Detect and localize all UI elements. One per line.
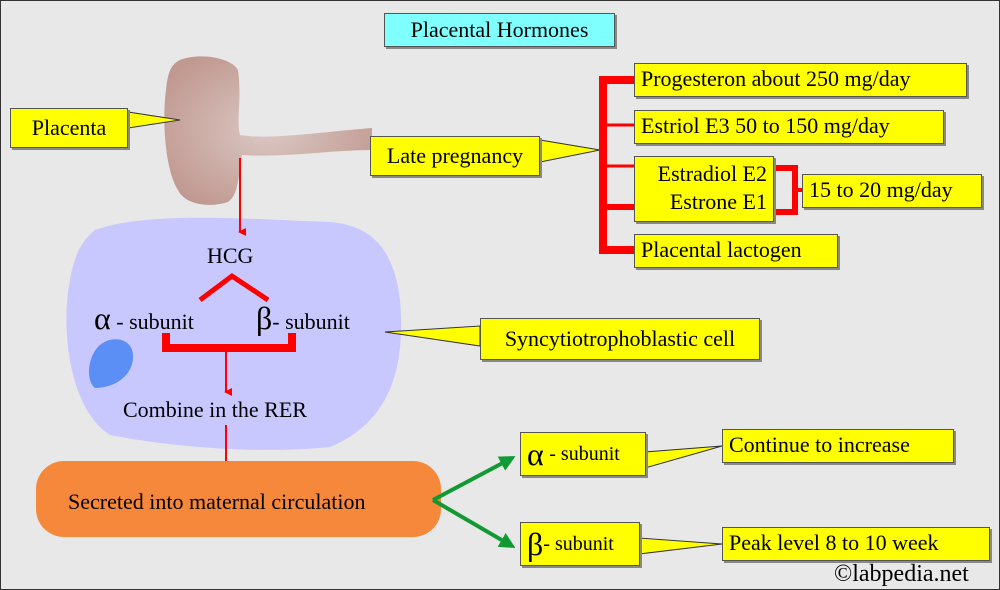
- alpha-outcome-text: - subunit: [549, 443, 620, 465]
- late-pregnancy-callout: Late pregnancy: [370, 136, 540, 176]
- alpha-outcome-note: Continue to increase: [722, 429, 954, 463]
- hormone-placental-lactogen: Placental lactogen: [634, 234, 838, 268]
- beta-outcome-text: - subunit: [543, 533, 614, 555]
- alpha-symbol: α: [94, 300, 111, 336]
- alpha-outcome-box: α - subunit: [520, 432, 646, 476]
- subunit-combine-bracket: [162, 333, 296, 352]
- secreted-box-bg: [36, 461, 441, 537]
- hormone-estrone-label: Estrone E1: [669, 189, 767, 214]
- beta-symbol: β: [256, 300, 273, 336]
- alpha-outcome-symbol: α: [527, 436, 544, 472]
- combine-rer-label: Combine in the RER: [123, 397, 307, 422]
- alpha-subunit-label: α - subunit: [94, 300, 194, 337]
- cell-callout: Syncytiotrophoblastic cell: [480, 318, 760, 360]
- beta-outcome-note: Peak level 8 to 10 week: [722, 527, 990, 561]
- hormone-estradiol-label: Estradiol E2: [657, 161, 767, 186]
- arrow-to-beta: [431, 498, 516, 549]
- copyright-label: ©labpedia.net: [834, 561, 969, 587]
- syncytiotrophoblastic-cell: [66, 217, 402, 450]
- beta-subunit-label: β- subunit: [256, 300, 350, 337]
- beta-callout-pointer: [638, 537, 723, 555]
- hormone-estriol: Estriol E3 50 to 150 mg/day: [634, 110, 944, 144]
- hormone-estradiol-estrone: Estradiol E2 Estrone E1: [634, 156, 774, 222]
- hcg-split-bracket: [198, 272, 270, 303]
- placenta-image: [164, 56, 372, 205]
- hormone-progesterone: Progesteron about 250 mg/day: [634, 63, 967, 97]
- page-title: Placental Hormones: [384, 13, 615, 47]
- nucleus: [88, 339, 134, 388]
- estrogen-dose: 15 to 20 mg/day: [802, 174, 982, 208]
- beta-outcome-box: β- subunit: [520, 522, 640, 566]
- late-pregnancy-callout-pointer: [539, 139, 601, 163]
- secreted-label: Secreted into maternal circulation: [68, 489, 366, 514]
- estrogen-bracket: [774, 165, 798, 215]
- placenta-callout: Placenta: [10, 108, 128, 148]
- beta-subunit-text: - subunit: [272, 309, 350, 334]
- placenta-callout-pointer: [127, 111, 181, 129]
- alpha-subunit-text: - subunit: [116, 309, 194, 334]
- alpha-callout-pointer: [644, 445, 723, 469]
- hcg-label: HCG: [207, 243, 254, 268]
- arrow-to-alpha: [432, 456, 516, 502]
- beta-outcome-symbol: β: [527, 526, 544, 562]
